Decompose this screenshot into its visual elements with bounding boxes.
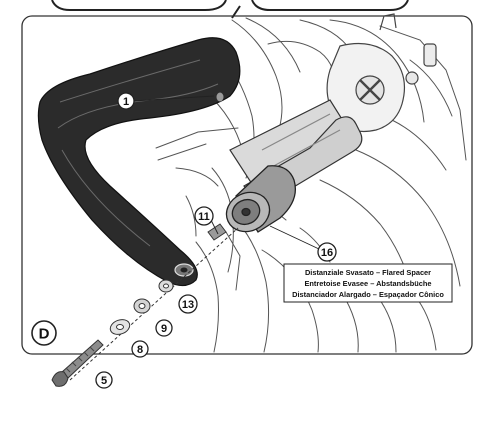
screw (51, 339, 104, 387)
switch-housing (326, 13, 437, 133)
bar-end-weight (225, 165, 297, 233)
step-letter-badge: D (31, 320, 57, 346)
callout-8: 8 (131, 340, 149, 358)
callout-5: 5 (95, 371, 113, 389)
step-letter: D (39, 326, 50, 343)
callout-label: 9 (161, 323, 167, 335)
spacer-note: Distanziale Svasato – Flared Spacer Entr… (283, 263, 453, 303)
callout-13: 13 (178, 294, 198, 314)
step-frame (21, 15, 473, 355)
previous-step-frames (51, 0, 409, 19)
callout-16: 16 (317, 242, 337, 262)
note-line-it: Distanziale Svasato – Flared Spacer (305, 268, 431, 277)
callout-label: 11 (198, 211, 210, 223)
callout-label: 1 (123, 96, 129, 108)
callout-label: 8 (137, 344, 143, 356)
callout-label: 5 (101, 375, 107, 387)
callout-label: 13 (182, 299, 194, 311)
hand-guard (37, 37, 241, 287)
callout-9: 9 (155, 319, 173, 337)
note-line-es-pt: Distanciador Alargado – Espaçador Cônico (292, 290, 444, 299)
note-line-fr-de: Entretoise Evasee – Abstandsbüche (304, 279, 431, 288)
callout-11: 11 (194, 206, 214, 226)
callout-1: 1 (117, 92, 135, 110)
callout-label: 16 (321, 247, 333, 259)
